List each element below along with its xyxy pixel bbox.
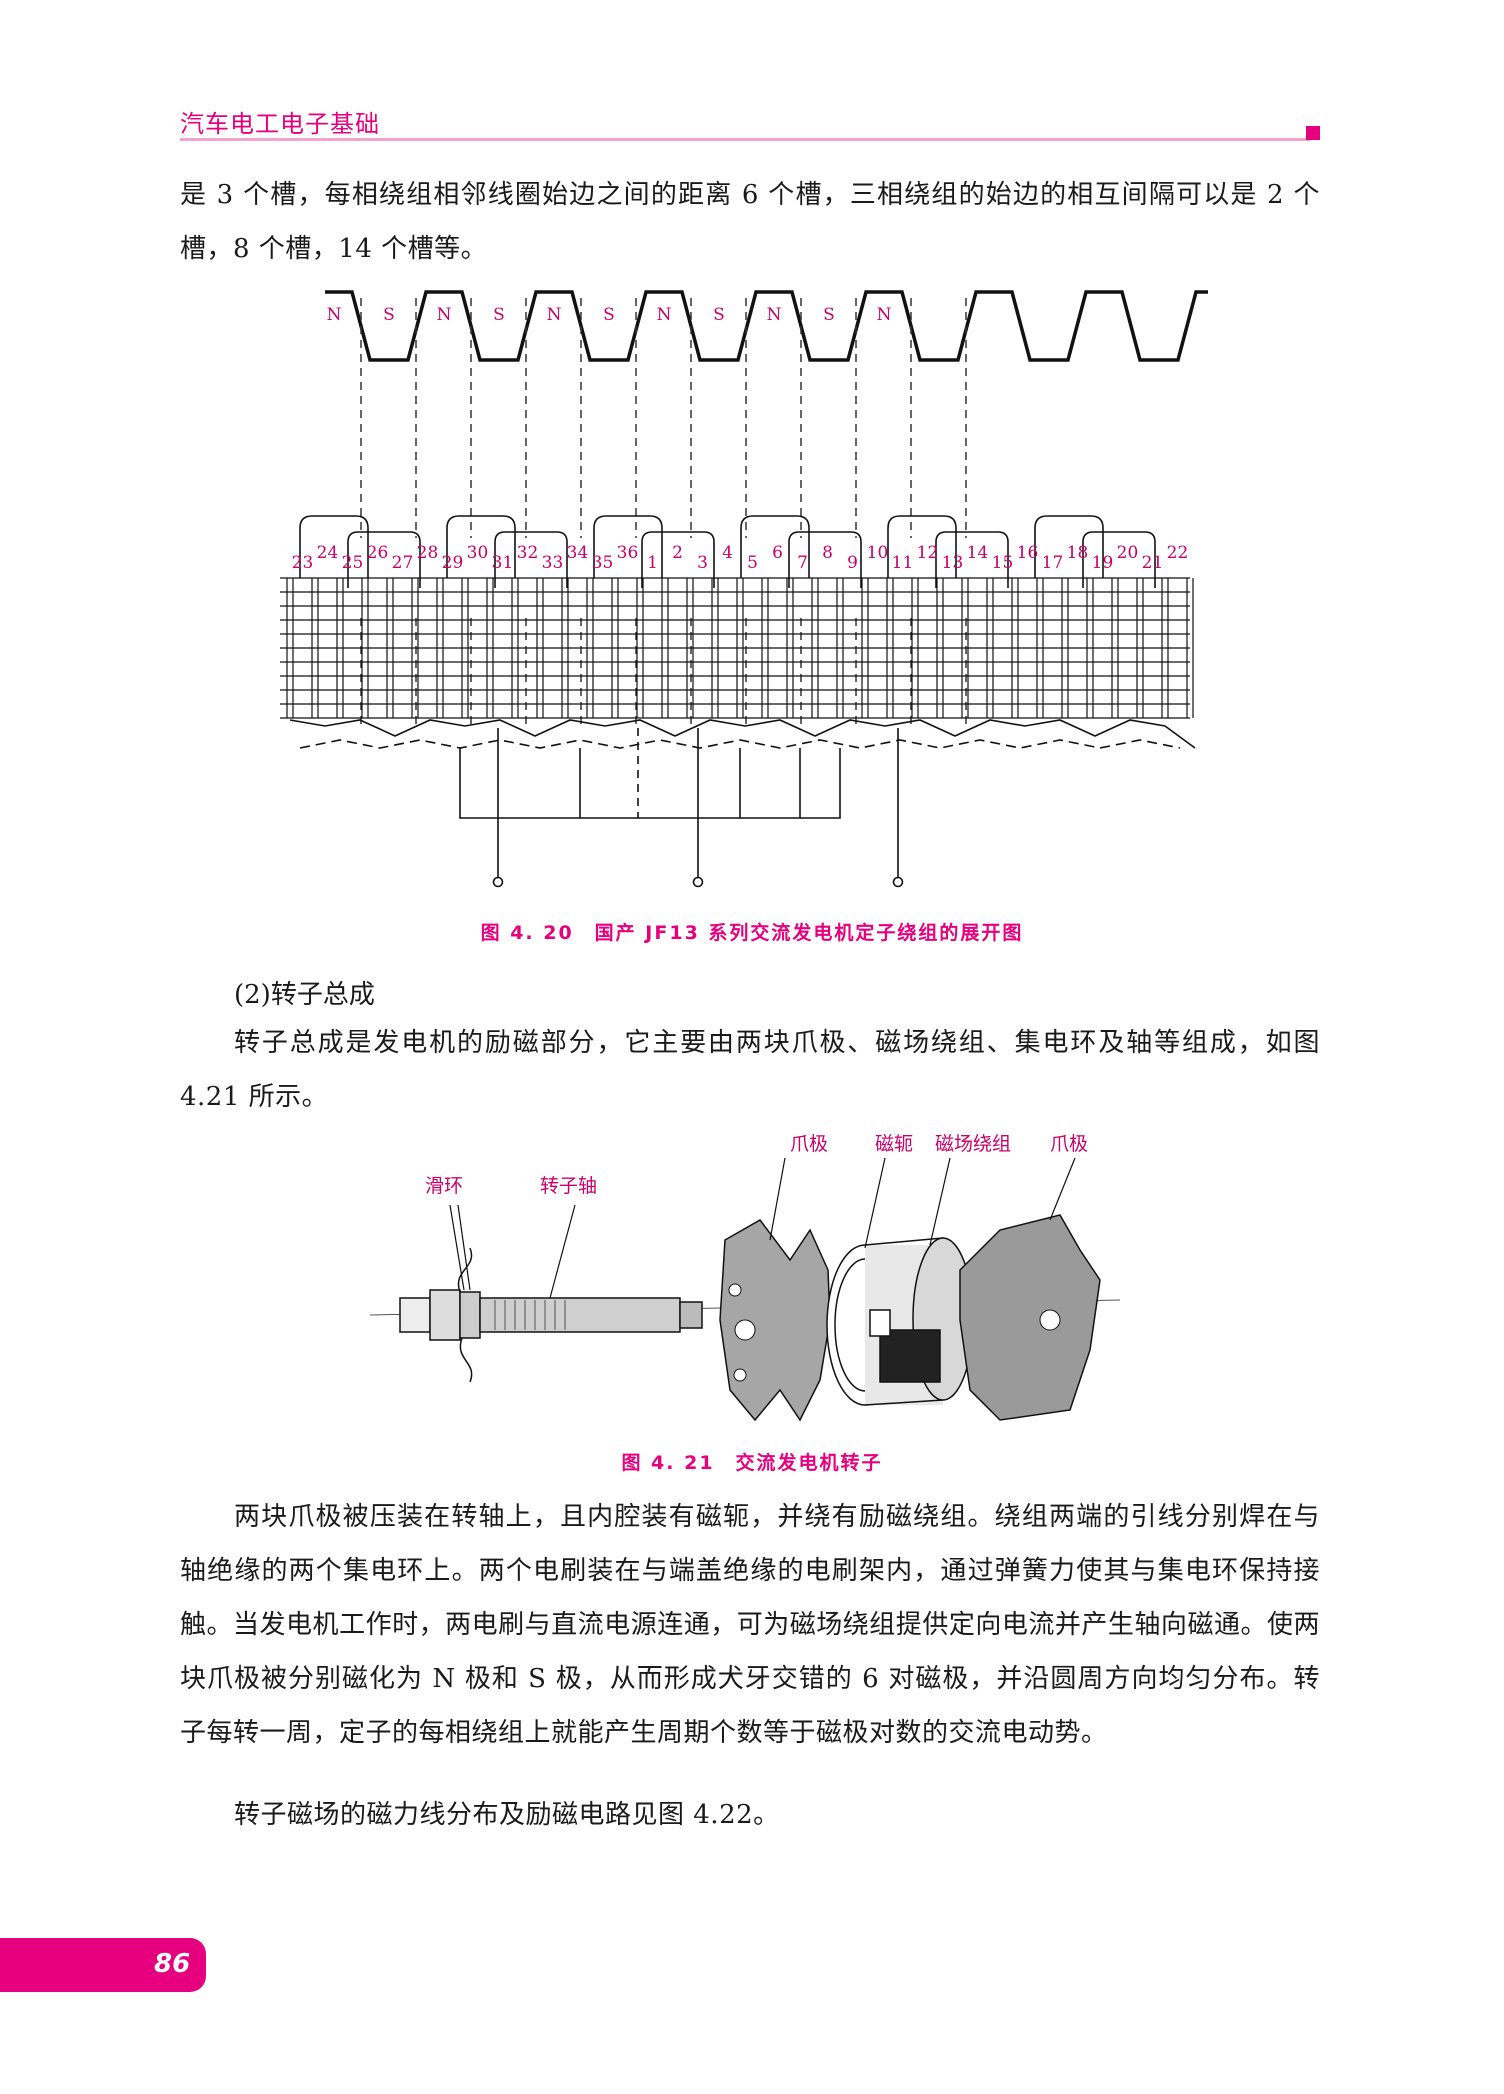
label-rotor-shaft: 转子轴 [540, 1175, 597, 1197]
paragraph-field-reference: 转子磁场的磁力线分布及励磁电路见图 4.22。 [234, 1800, 780, 1830]
slot-number-8: 8 [822, 543, 833, 563]
slot-number-5: 5 [747, 553, 758, 573]
field-winding-drawing [826, 1237, 974, 1406]
pole-label-8: N [767, 305, 782, 325]
paragraph-slot-spacing: 是 3 个槽，每相绕组相邻线圈始边之间的距离 6 个槽，三相绕组的始边的相互间隔… [180, 180, 1320, 264]
slot-number-29: 29 [442, 553, 464, 573]
slot-number-10: 10 [867, 543, 889, 563]
slot-number-3: 3 [697, 553, 708, 573]
slot-number-33: 33 [542, 553, 564, 573]
slot-number-27: 27 [392, 553, 414, 573]
slot-number-15: 15 [992, 553, 1014, 573]
pole-label-0: N [327, 305, 342, 325]
slot-number-9: 9 [847, 553, 858, 573]
pole-label-7: S [713, 305, 725, 325]
slot-number-31: 31 [492, 553, 514, 573]
coil-end-top [887, 515, 957, 578]
label-field-winding: 磁场绕组 [935, 1133, 1011, 1155]
slot-number-23: 23 [292, 553, 314, 573]
slot-number-35: 35 [592, 553, 614, 573]
figure-4-21-caption: 图 4. 21 交流发电机转子 [621, 1452, 883, 1474]
pole-label-6: N [657, 305, 672, 325]
slot-number-17: 17 [1042, 553, 1064, 573]
figure-4-20-caption: 图 4. 20 国产 JF13 系列交流发电机定子绕组的展开图 [480, 922, 1024, 944]
pole-label-3: S [493, 305, 505, 325]
slot-number-26: 26 [367, 543, 389, 563]
label-claw-pole-left: 爪极 [790, 1133, 828, 1155]
running-title: 汽车电工电子基础 [180, 110, 380, 138]
slot-number-12: 12 [917, 543, 939, 563]
rotor-shaft-drawing [399, 1247, 703, 1383]
label-yoke: 磁轭 [875, 1133, 913, 1155]
slot-number-7: 7 [797, 553, 808, 573]
header-rule [180, 138, 1310, 141]
figure-4-21-rotor: 滑环 转子轴 爪极 磁轭 磁场绕组 爪极 [369, 1133, 1121, 1422]
claw-pole-left-drawing [719, 1219, 831, 1422]
slot-number-6: 6 [772, 543, 783, 563]
label-claw-pole-right: 爪极 [1050, 1133, 1088, 1155]
slot-number-2: 2 [672, 543, 683, 563]
slot-number-30: 30 [467, 543, 489, 563]
pole-label-1: S [383, 305, 395, 325]
slot-number-34: 34 [567, 543, 589, 563]
slot-number-14: 14 [967, 543, 989, 563]
coil-end-top [299, 515, 369, 578]
label-slip-rings: 滑环 [425, 1175, 463, 1197]
paragraph-rotor-intro: 转子总成是发电机的励磁部分，它主要由两块爪极、磁场绕组、集电环及轴等组成，如图 … [180, 1028, 1320, 1112]
rotor-pole-profile [325, 290, 1208, 362]
coil-end-top [494, 531, 568, 588]
pole-label-10: N [877, 305, 892, 325]
slot-number-20: 20 [1117, 543, 1139, 563]
slot-number-19: 19 [1092, 553, 1114, 573]
slot-number-25: 25 [342, 553, 364, 573]
coil-end-top [788, 531, 862, 588]
stator-core-grid [280, 577, 1194, 719]
paragraph-claw-poles: 两块爪极被压装在转轴上，且内腔装有磁轭，并绕有励磁绕组。绕组两端的引线分别焊在与… [180, 1502, 1320, 1748]
coil-end-top [1082, 531, 1156, 588]
slot-number-36: 36 [617, 543, 639, 563]
slot-number-11: 11 [892, 553, 914, 573]
coil-end-top [935, 531, 1009, 588]
page-number: 86 [154, 1949, 191, 1979]
terminal-circles [492, 876, 904, 888]
slot-number-1: 1 [647, 553, 658, 573]
coil-end-top [347, 531, 421, 588]
slot-number-28: 28 [417, 543, 439, 563]
page-number-tab [0, 1938, 206, 1992]
pole-label-4: N [547, 305, 562, 325]
header-square-mark [1306, 126, 1320, 140]
slot-number-22: 22 [1167, 543, 1189, 563]
pole-label-9: S [823, 305, 835, 325]
section-heading-rotor: (2)转子总成 [234, 980, 375, 1010]
slot-number-4: 4 [722, 543, 733, 563]
coil-end-tops [299, 515, 1156, 588]
pole-label-5: S [603, 305, 615, 325]
slot-number-18: 18 [1067, 543, 1089, 563]
slot-number-21: 21 [1142, 553, 1164, 573]
coil-end-top [1034, 515, 1104, 578]
pole-boundary-lines [360, 298, 967, 728]
coil-end-top [641, 531, 715, 588]
coil-end-top [740, 515, 810, 578]
coil-end-top [446, 515, 516, 578]
slot-number-13: 13 [942, 553, 964, 573]
pole-label-2: N [437, 305, 452, 325]
coil-end-top [593, 515, 663, 578]
slot-number-24: 24 [317, 543, 339, 563]
lower-connections [289, 719, 1196, 878]
slot-number-32: 32 [517, 543, 539, 563]
claw-pole-right-drawing [959, 1214, 1101, 1421]
slot-number-16: 16 [1017, 543, 1039, 563]
